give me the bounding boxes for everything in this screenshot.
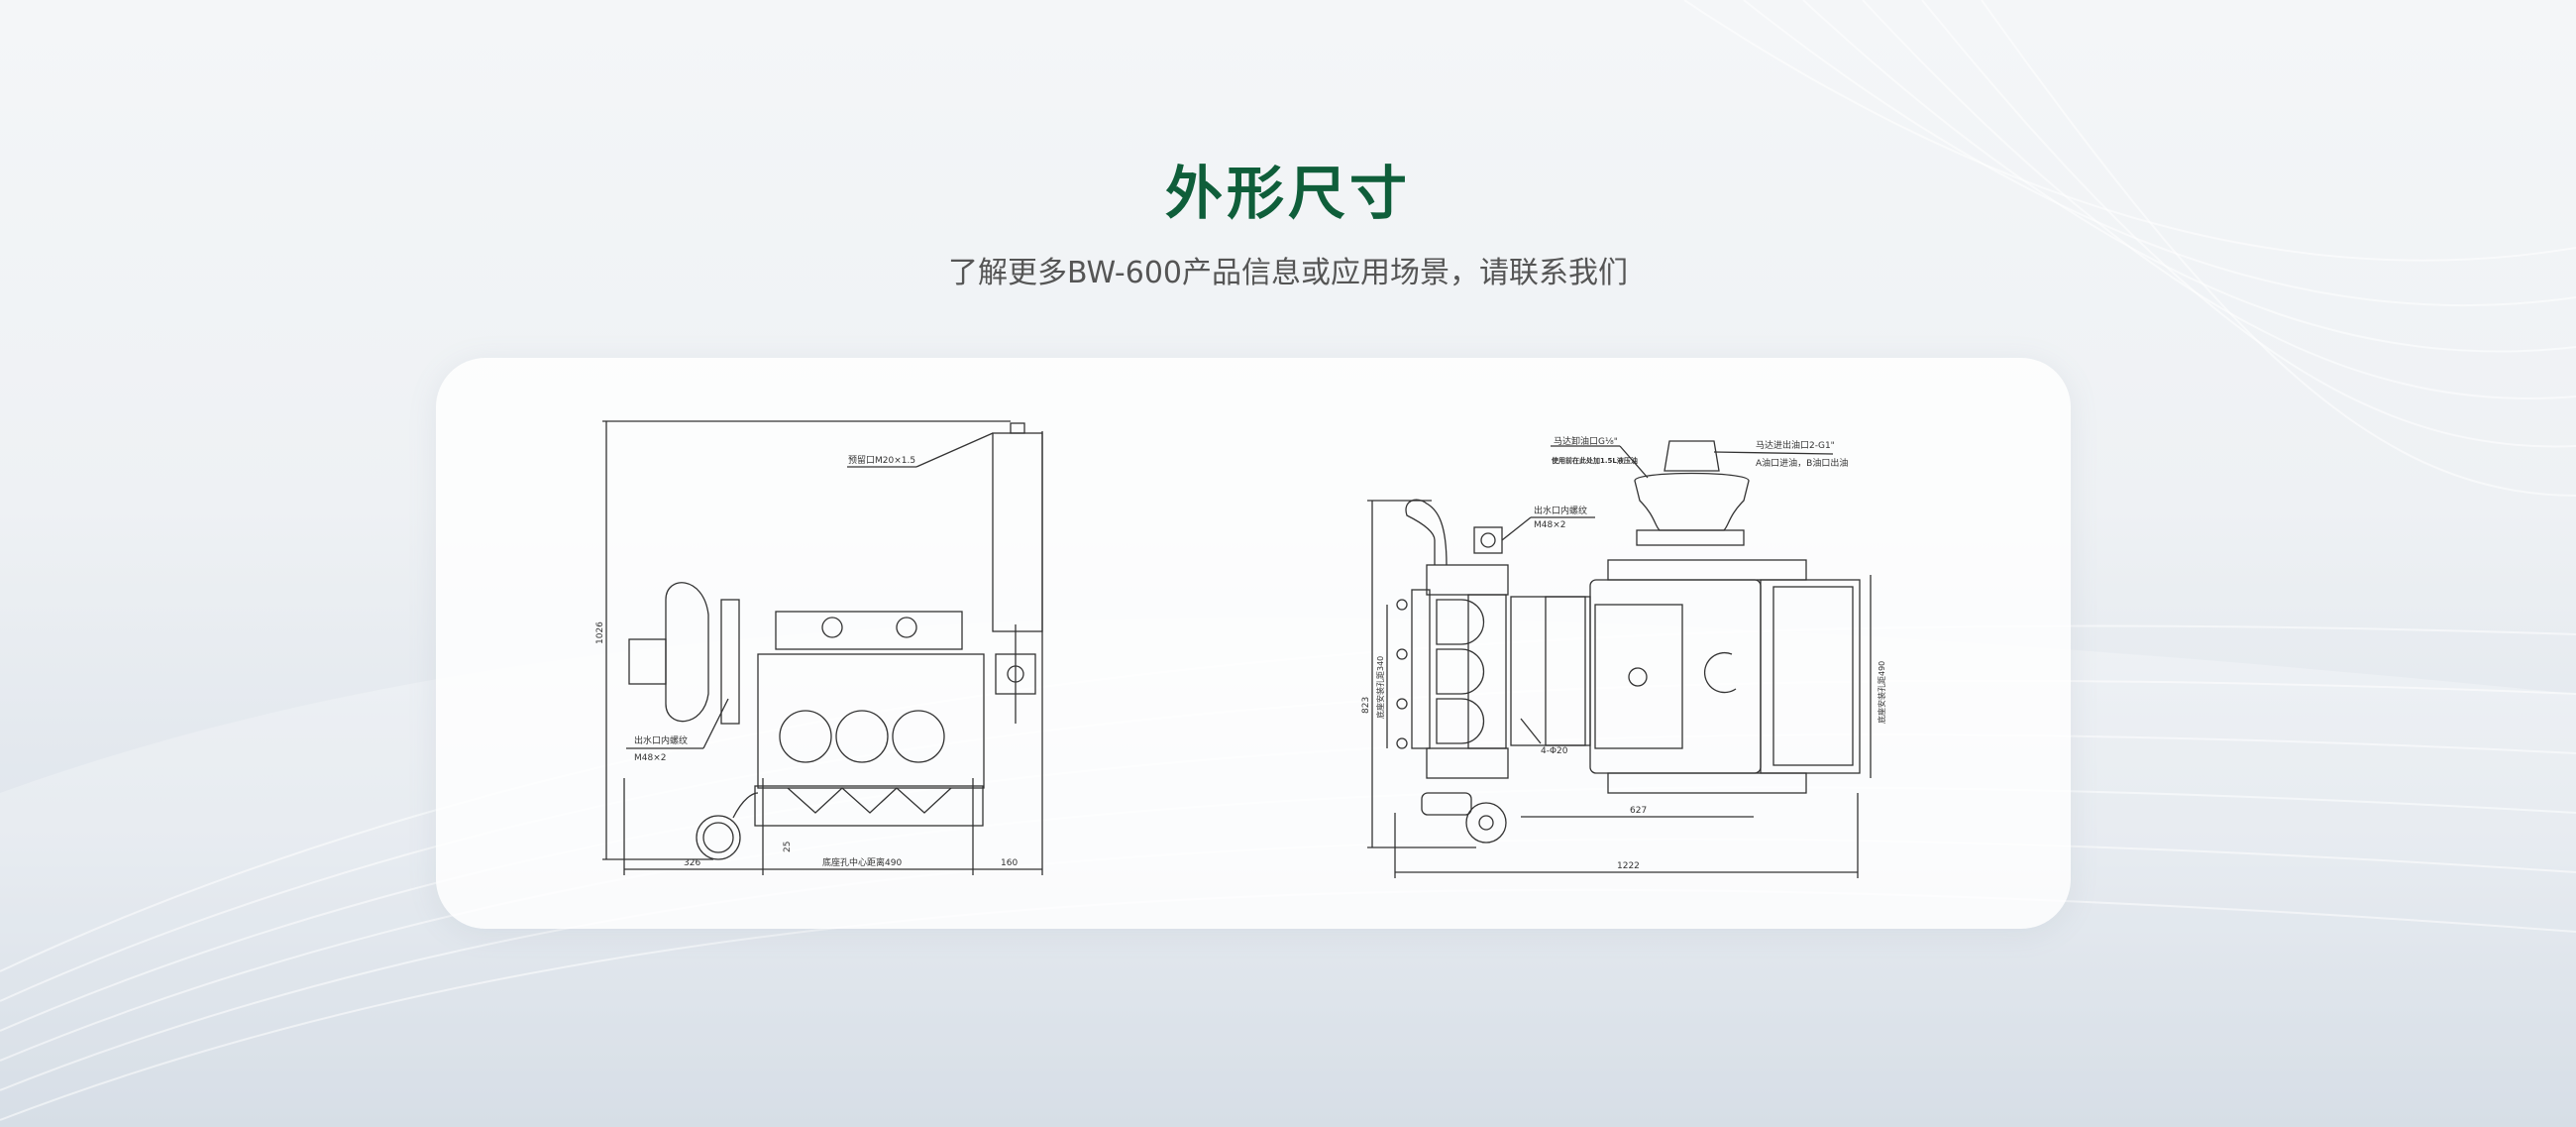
- dim-left: 326: [684, 858, 700, 868]
- label-motor-ports-note: A油口进油，B油口出油: [1756, 457, 1848, 469]
- section-subtitle: 了解更多BW-600产品信息或应用场景，请联系我们: [947, 256, 1629, 290]
- front-view-drawing: 预留口M20×1.5 出水口内螺纹 M48×2 1026 326 底座孔中心距离…: [595, 420, 1043, 875]
- label-outlet-thread: 出水口内螺纹: [1534, 505, 1587, 516]
- dim-mount-340: 底座安装孔距340: [1375, 656, 1385, 719]
- dim-627: 627: [1630, 806, 1647, 816]
- dim-small: 25: [783, 842, 793, 852]
- label-outlet-thread: 出水口内螺纹: [634, 734, 688, 746]
- top-view-drawing: 马达卸油口G⅛" 使用前在此处加1.5L液压油 马达进出油口2-G1" A油口进…: [1361, 435, 1886, 878]
- label-motor-drain: 马达卸油口G⅛": [1554, 435, 1618, 447]
- dim-height: 1026: [595, 621, 605, 644]
- dim-holes: 4-Φ20: [1541, 746, 1568, 756]
- dim-width: 1222: [1617, 861, 1640, 871]
- dim-mount-490: 底座安装孔距490: [1877, 661, 1886, 724]
- dim-right: 160: [1001, 858, 1018, 868]
- label-motor-ports: 马达进出油口2-G1": [1756, 439, 1835, 451]
- label-motor-drain-note: 使用前在此处加1.5L液压油: [1551, 456, 1638, 465]
- dim-height: 823: [1361, 697, 1371, 714]
- dim-base-holes: 底座孔中心距离490: [822, 856, 902, 868]
- label-outlet-spec: M48×2: [634, 753, 666, 763]
- label-reserved-port: 预留口M20×1.5: [848, 454, 915, 466]
- section-title: 外形尺寸: [1164, 160, 1411, 227]
- label-outlet-spec: M48×2: [1534, 520, 1565, 530]
